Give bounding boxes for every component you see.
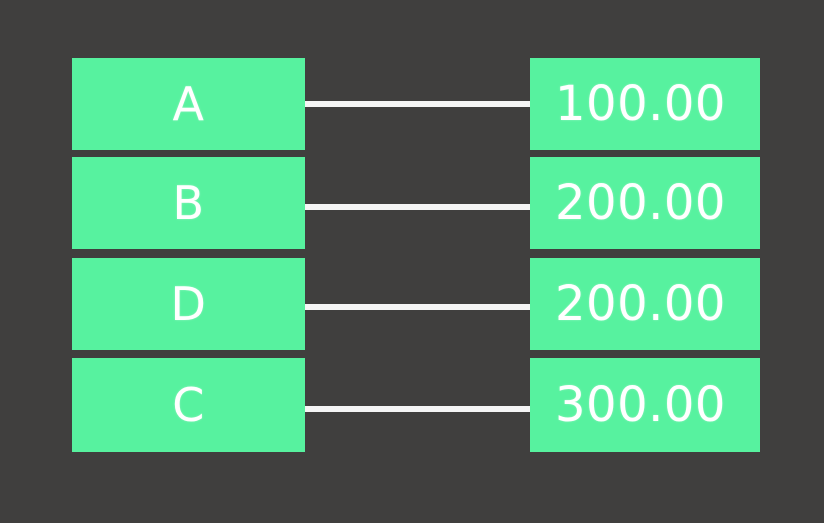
sankey-source-node[interactable]: C bbox=[72, 358, 305, 452]
sankey-source-node-label: D bbox=[170, 277, 207, 331]
sankey-source-node[interactable]: D bbox=[72, 258, 305, 350]
sankey-target-node[interactable]: 100.00 bbox=[530, 58, 760, 150]
sankey-target-node-label: 300.00 bbox=[555, 377, 726, 433]
sankey-target-node[interactable]: 300.00 bbox=[530, 358, 760, 452]
sankey-target-node[interactable]: 200.00 bbox=[530, 157, 760, 249]
sankey-source-node-label: A bbox=[172, 77, 205, 131]
sankey-source-node[interactable]: A bbox=[72, 58, 305, 150]
sankey-source-node[interactable]: B bbox=[72, 157, 305, 249]
sankey-target-node-label: 100.00 bbox=[555, 76, 726, 132]
sankey-target-node-label: 200.00 bbox=[555, 175, 726, 231]
links-group bbox=[305, 101, 530, 412]
sankey-target-node[interactable]: 200.00 bbox=[530, 258, 760, 350]
sankey-source-node-label: C bbox=[172, 378, 205, 432]
sankey-target-node-label: 200.00 bbox=[555, 276, 726, 332]
sankey-source-node-label: B bbox=[172, 176, 205, 230]
